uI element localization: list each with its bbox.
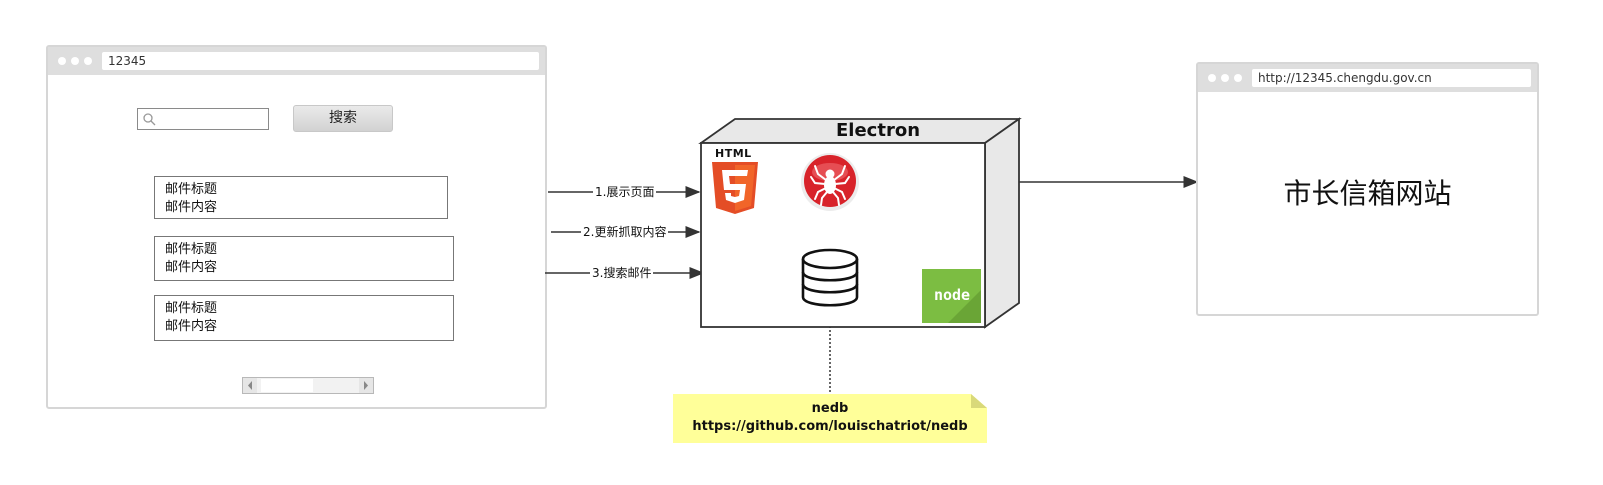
spider-icon	[801, 153, 859, 211]
mail-title: 邮件标题	[165, 301, 218, 316]
database-icon	[801, 248, 859, 307]
window-dot-icon	[1208, 74, 1216, 82]
window-dot-icon	[1221, 74, 1229, 82]
mail-item[interactable]: 邮件标题 邮件内容	[154, 236, 454, 281]
address-bar[interactable]: http://12345.chengdu.gov.cn	[1252, 69, 1531, 87]
nedb-note: nedb https://github.com/louischatriot/ne…	[673, 394, 987, 443]
step3-label: 3.搜索邮件	[590, 266, 654, 280]
mail-item[interactable]: 邮件标题 邮件内容	[154, 295, 454, 341]
html5-label: HTML	[715, 147, 752, 160]
note-url: https://github.com/louischatriot/nedb	[692, 419, 968, 434]
mail-item[interactable]: 邮件标题 邮件内容	[154, 176, 448, 219]
search-button[interactable]: 搜索	[293, 105, 393, 132]
mail-content: 邮件内容	[165, 260, 218, 275]
node-icon	[922, 269, 981, 323]
horizontal-scrollbar[interactable]	[242, 377, 374, 394]
target-site-window: http://12345.chengdu.gov.cn 市长信箱网站	[1196, 62, 1539, 316]
electron-title: Electron	[836, 120, 921, 141]
mail-title: 邮件标题	[165, 242, 218, 257]
scroll-right-button[interactable]	[359, 378, 373, 393]
node-label: node	[933, 286, 971, 304]
html5-icon	[712, 162, 758, 214]
window-dot-icon	[58, 57, 66, 65]
step1-label: 1.展示页面	[593, 185, 657, 199]
window-title-bar: 12345	[48, 47, 545, 75]
address-bar[interactable]: 12345	[102, 52, 539, 70]
scroll-left-button[interactable]	[243, 378, 257, 393]
search-input[interactable]	[137, 108, 269, 130]
note-title: nedb	[811, 401, 849, 416]
window-dot-icon	[84, 57, 92, 65]
mail-content: 邮件内容	[165, 200, 218, 215]
window-title-bar: http://12345.chengdu.gov.cn	[1198, 64, 1537, 92]
chevron-right-icon	[364, 381, 368, 390]
window-dot-icon	[1234, 74, 1242, 82]
window-dot-icon	[71, 57, 79, 65]
step2-label: 2.更新抓取内容	[581, 225, 669, 239]
note-fold-icon	[971, 394, 987, 408]
mail-title: 邮件标题	[165, 182, 218, 197]
mail-content: 邮件内容	[165, 319, 218, 334]
chevron-left-icon	[248, 381, 252, 390]
scrollbar-thumb[interactable]	[261, 379, 313, 392]
search-icon	[143, 113, 156, 126]
site-title: 市长信箱网站	[1283, 177, 1452, 210]
mail-client-window: 12345 搜索 邮件标题 邮件内容 邮件标题 邮件内容 邮件标题 邮件内容	[46, 45, 547, 409]
